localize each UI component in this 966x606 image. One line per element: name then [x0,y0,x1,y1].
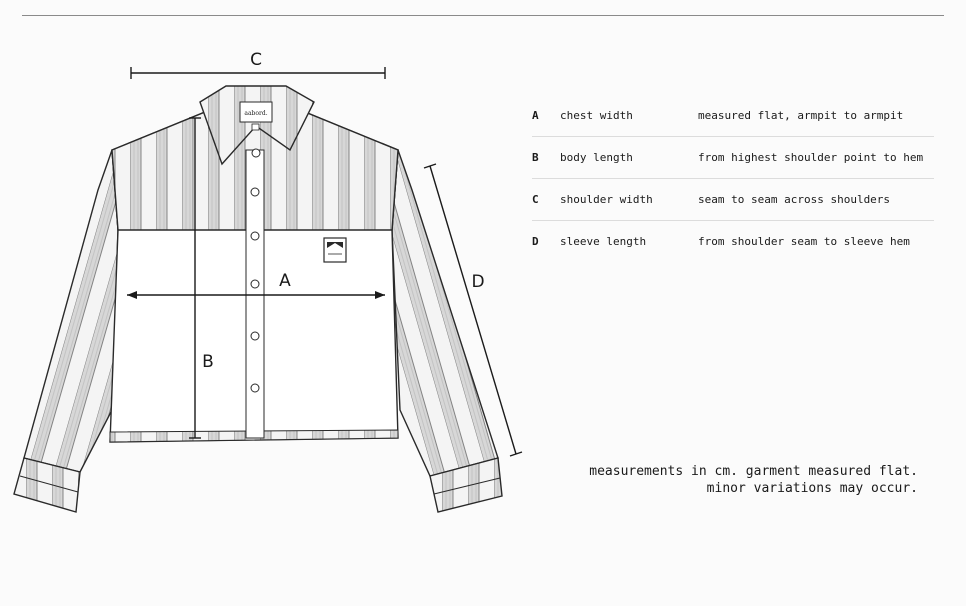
measurement-name: chest width [560,109,633,122]
measurement-table: A chest width measured flat, armpit to a… [532,95,934,262]
measurement-note: measurements in cm. garment measured fla… [589,463,918,497]
measurement-description: from shoulder seam to sleeve hem [698,235,910,248]
measurement-name: shoulder width [560,193,653,206]
note-line-1: measurements in cm. garment measured fla… [589,464,918,479]
measurement-name: body length [560,151,633,164]
button [251,148,261,158]
measurement-row: C shoulder width seam to seam across sho… [532,179,934,221]
measurement-row: A chest width measured flat, armpit to a… [532,95,934,137]
measurement-description: seam to seam across shoulders [698,193,891,206]
measurement-description: from highest shoulder point to hem [698,151,924,164]
note-line-2: minor variations may occur. [706,481,918,496]
button [250,231,260,241]
button [250,279,260,289]
dimension-label-c: C [250,50,262,70]
measurement-key: C [532,193,539,206]
brand-tag-text: aabord. [244,110,267,117]
size-tag [251,123,260,131]
measurement-name: sleeve length [560,235,647,248]
button [250,187,260,197]
measurement-row: D sleeve length from shoulder seam to sl… [532,221,934,262]
dimension-label-b: B [202,352,214,372]
top-divider [22,15,944,16]
button [250,331,260,341]
measurement-row: B body length from highest shoulder poin… [532,137,934,179]
button [250,383,260,393]
chest-patch [323,237,347,263]
shirt-illustration: aabord. C A B D [13,50,523,513]
dimension-label-a: A [279,271,291,291]
measurement-description: measured flat, armpit to armpit [698,109,904,122]
measurement-key: D [532,235,539,248]
right-cuff [429,457,503,513]
brand-tag [239,101,273,123]
measurement-key: B [532,151,539,164]
left-cuff [13,457,81,513]
measurement-key: A [532,109,539,122]
dimension-line-d [429,165,517,455]
dimension-label-d: D [471,272,484,292]
